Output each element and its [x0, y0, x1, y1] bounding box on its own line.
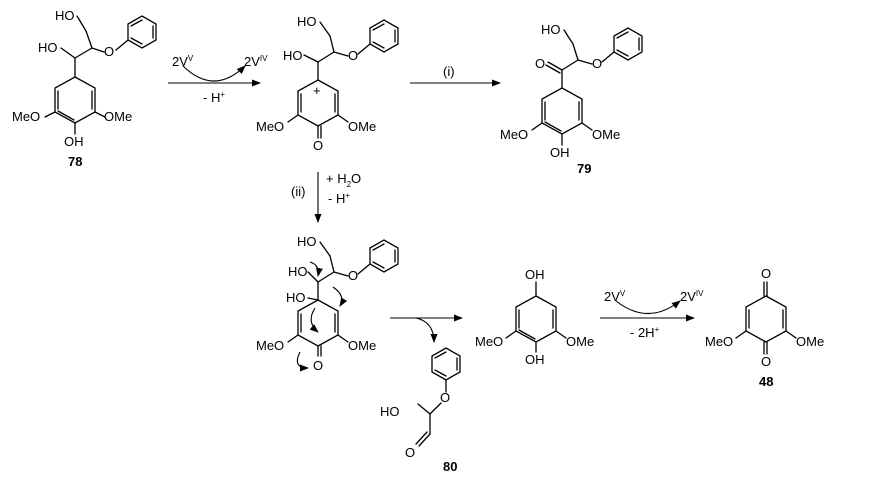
compound-78: HO HO O MeO OMe OH 78	[12, 8, 157, 169]
oxidant-state: V	[188, 54, 194, 63]
oxidant-label: 2V	[172, 54, 188, 69]
proton-charge: +	[345, 191, 350, 200]
ether-oxygen-label: O	[104, 44, 114, 59]
compound-label-79: 79	[577, 161, 591, 176]
step-i-label: (i)	[443, 64, 455, 79]
hydrated-intermediate: HO HO O HO MeO OMe O	[256, 234, 399, 373]
ome-label: OMe	[348, 338, 376, 353]
arrow-step-ii: (ii) + H2O - H+	[291, 171, 361, 223]
compound-label-80: 80	[443, 459, 457, 474]
svg-text:2VIV: 2VIV	[680, 289, 704, 304]
proton-loss-label: - 2H	[630, 325, 655, 340]
arrow-step-i: (i)	[410, 64, 501, 87]
reductant-label: 2V	[680, 289, 696, 304]
ho-label: HO	[380, 404, 400, 419]
trihydroxy-intermediate: OH MeO OMe OH	[475, 267, 594, 367]
water-subscript: 2	[347, 180, 352, 189]
ether-oxygen-label: O	[592, 56, 602, 71]
ether-oxygen-label: O	[348, 268, 358, 283]
aldehyde-oxygen-label: O	[405, 445, 415, 460]
oh-label: OH	[525, 267, 545, 282]
ome-label: OMe	[104, 109, 132, 124]
arrow-step-1: 2VV 2VIV - H+	[168, 54, 268, 105]
phenyl-ring	[127, 15, 157, 49]
reductant-state: IV	[696, 289, 704, 298]
carbonyl-oxygen-label: O	[313, 138, 323, 153]
cation-intermediate: HO HO O + MeO OMe O	[256, 14, 399, 153]
proton-loss-label: - H	[203, 90, 220, 105]
water-oxygen: O	[351, 171, 361, 186]
carbonyl-oxygen-label: O	[313, 358, 323, 373]
ome-label: OMe	[592, 127, 620, 142]
svg-text:2VV: 2VV	[604, 289, 626, 304]
ho-label: HO	[286, 290, 306, 305]
svg-text:2VIV: 2VIV	[244, 54, 268, 69]
svg-text:2VV: 2VV	[172, 54, 194, 69]
ho-label: HO	[297, 234, 317, 249]
quinone-oxygen-label: O	[761, 354, 771, 369]
reductant-label: 2V	[244, 54, 260, 69]
arrow-final-oxidation: 2VV 2VIV - 2H+	[600, 289, 704, 340]
oh-label: OH	[525, 352, 545, 367]
ho-label: HO	[541, 22, 561, 37]
ho-label: HO	[38, 40, 58, 55]
proton-charge: +	[220, 90, 225, 99]
compound-label-48: 48	[759, 374, 773, 389]
meo-label: MeO	[500, 127, 528, 142]
arrow-cleavage	[390, 314, 463, 343]
compound-80: O HO O 80	[380, 347, 461, 474]
cation-charge: +	[313, 83, 321, 98]
meo-label: MeO	[256, 119, 284, 134]
step-ii-label: (ii)	[291, 184, 305, 199]
oxidant-label: 2V	[604, 289, 620, 304]
ho-label: HO	[288, 264, 308, 279]
aromatic-ring	[54, 76, 96, 124]
water-addition-label: + H	[326, 171, 347, 186]
svg-text:- H+: - H+	[203, 90, 225, 105]
meo-label: MeO	[705, 334, 733, 349]
reductant-state: IV	[260, 54, 268, 63]
oh-label: OH	[64, 134, 84, 149]
proton-loss-label: - H	[328, 191, 345, 206]
quinone-oxygen-label: O	[761, 266, 771, 281]
ome-label: OMe	[796, 334, 824, 349]
ether-oxygen-label: O	[348, 48, 358, 63]
oxidant-state: V	[620, 289, 626, 298]
ketone-oxygen-label: O	[535, 56, 545, 71]
compound-label-78: 78	[68, 154, 82, 169]
ether-oxygen-label: O	[440, 390, 450, 405]
svg-text:- H+: - H+	[328, 191, 350, 206]
ome-label: OMe	[566, 334, 594, 349]
meo-label: MeO	[475, 334, 503, 349]
meo-label: MeO	[12, 109, 40, 124]
compound-48: O MeO OMe O 48	[705, 266, 824, 389]
proton-charge: +	[655, 325, 660, 334]
svg-text:- 2H+: - 2H+	[630, 325, 660, 340]
ho-label: HO	[283, 48, 303, 63]
compound-79: HO O O MeO OMe OH 79	[500, 22, 643, 176]
meo-label: MeO	[256, 338, 284, 353]
svg-text:+ H2O: + H2O	[326, 171, 361, 189]
ho-label: HO	[55, 8, 75, 23]
ome-label: OMe	[348, 119, 376, 134]
oh-label: OH	[550, 145, 570, 160]
ho-label: HO	[297, 14, 317, 29]
